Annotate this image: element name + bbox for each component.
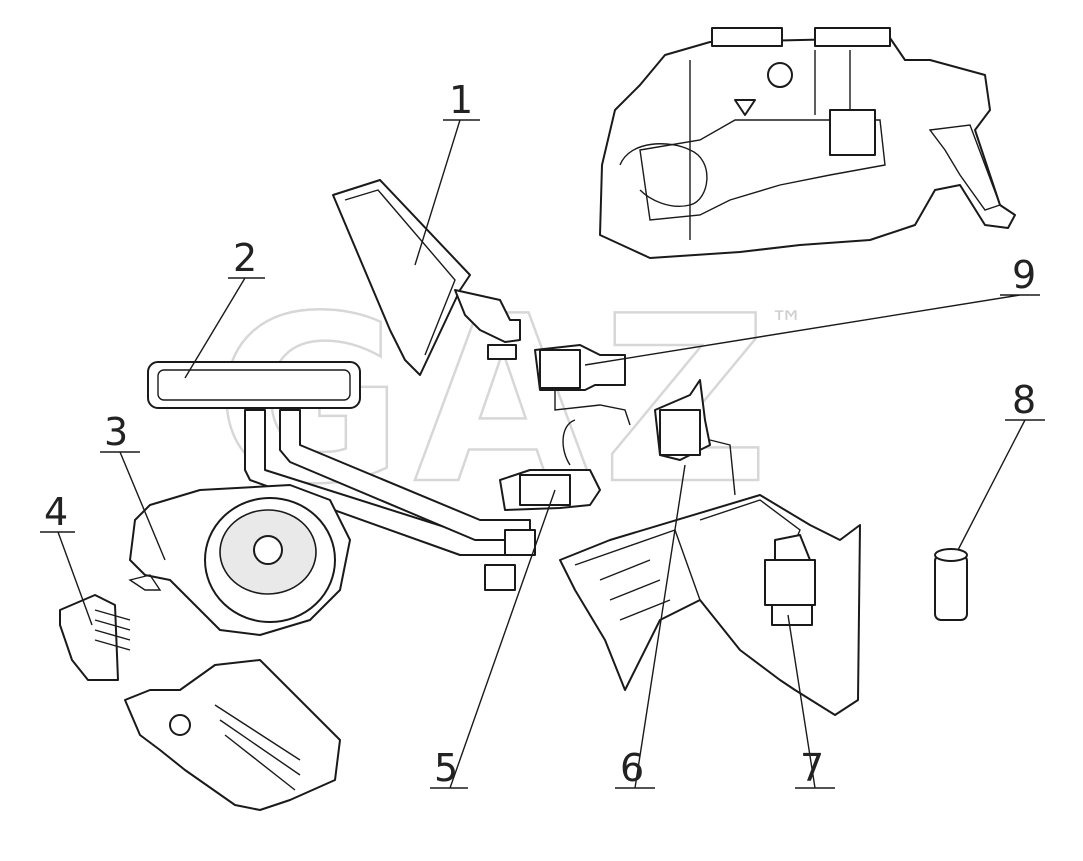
part-7-actuator — [764, 534, 816, 626]
part-9-actuator — [534, 344, 631, 466]
leader-4 — [40, 531, 93, 626]
watermark-trademark: ™ — [770, 304, 804, 344]
part-1-heater-core — [332, 179, 521, 376]
callout-9: 9 — [1012, 253, 1036, 297]
leader-9 — [584, 294, 1040, 366]
leader-6 — [615, 464, 686, 789]
callout-numbers: 1 2 3 4 5 6 7 8 9 — [44, 78, 1036, 790]
leader-2 — [184, 277, 265, 379]
heater-housing-upper — [599, 27, 1016, 259]
callout-4: 4 — [44, 490, 68, 534]
callout-7: 7 — [800, 746, 824, 790]
callout-8: 8 — [1012, 378, 1036, 422]
leader-1 — [414, 119, 480, 266]
part-6-actuator — [654, 379, 736, 496]
callout-3: 3 — [104, 410, 128, 454]
part-4-resistor — [59, 594, 131, 681]
part-5-actuator — [499, 469, 601, 511]
leader-8 — [957, 419, 1045, 551]
callout-6: 6 — [620, 746, 644, 790]
lower-cover — [124, 659, 341, 811]
callout-leaders — [40, 119, 1045, 789]
callout-1: 1 — [449, 78, 473, 122]
callout-2: 2 — [233, 236, 257, 280]
part-8-sensor — [934, 548, 968, 621]
part-2-radiator — [147, 361, 536, 591]
leader-7 — [787, 614, 835, 789]
part-3-blower-fan — [128, 484, 351, 636]
leader-3 — [100, 451, 166, 561]
leader-5 — [430, 489, 556, 789]
callout-5: 5 — [434, 746, 458, 790]
